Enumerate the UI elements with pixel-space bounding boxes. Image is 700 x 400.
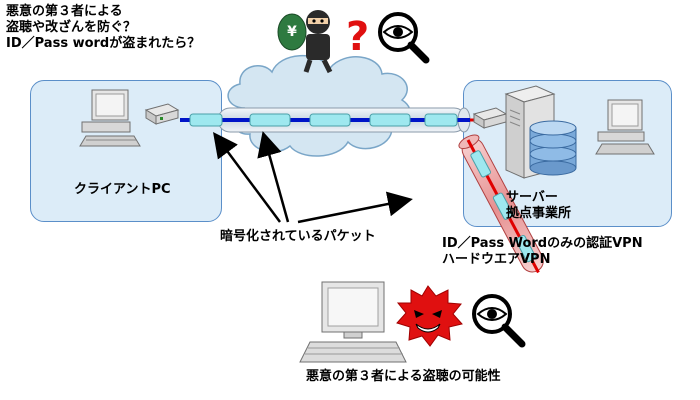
virus-icon <box>396 285 463 347</box>
packet <box>492 192 514 220</box>
vpn-type-label-1: ID／Pass Wordのみの認証VPN <box>442 236 643 251</box>
packet <box>309 113 351 127</box>
packet <box>424 113 458 127</box>
computer-icon <box>79 89 141 147</box>
packet <box>189 113 223 127</box>
router-icon <box>144 103 180 125</box>
packet <box>470 150 491 178</box>
eavesdrop-label: 悪意の第３者による盗聴の可能性 <box>306 369 501 384</box>
client-pc-label: クライアントPC <box>74 182 171 197</box>
svg-text:¥: ¥ <box>287 24 297 40</box>
server-label: サーバー <box>506 190 558 205</box>
svg-text:?: ? <box>346 14 369 60</box>
packets-horizontal <box>189 113 458 127</box>
computer-icon <box>595 99 655 155</box>
encrypted-packet-label: 暗号化されているパケット <box>220 229 376 244</box>
vpn-tunnel-diagonal <box>458 134 544 274</box>
warning-line-1: 悪意の第３者による <box>6 4 123 19</box>
packet <box>249 113 291 127</box>
question-mark-icon: ? <box>346 14 369 60</box>
thief-icon: ¥ <box>277 10 333 74</box>
magnifier-eye-icon <box>472 294 526 348</box>
warning-line-3: ID／Pass wordが盗まれたら？ <box>6 36 201 51</box>
warning-text: 悪意の第３者による 盗聴や改ざんを防ぐ？ ID／Pass wordが盗まれたら？ <box>6 4 200 52</box>
vpn-type-label-2: ハードウエアVPN <box>442 252 551 267</box>
packet <box>369 113 411 127</box>
packet <box>515 234 537 263</box>
warning-line-2: 盗聴や改ざんを防ぐ？ <box>6 20 137 35</box>
router-icon <box>472 107 508 129</box>
computer-icon <box>299 281 407 363</box>
arrows <box>213 131 413 224</box>
cloud-icon <box>227 55 412 157</box>
magnifier-eye-icon <box>378 12 430 64</box>
database-icon <box>529 120 577 176</box>
base-office-label: 拠点事業所 <box>506 206 572 221</box>
